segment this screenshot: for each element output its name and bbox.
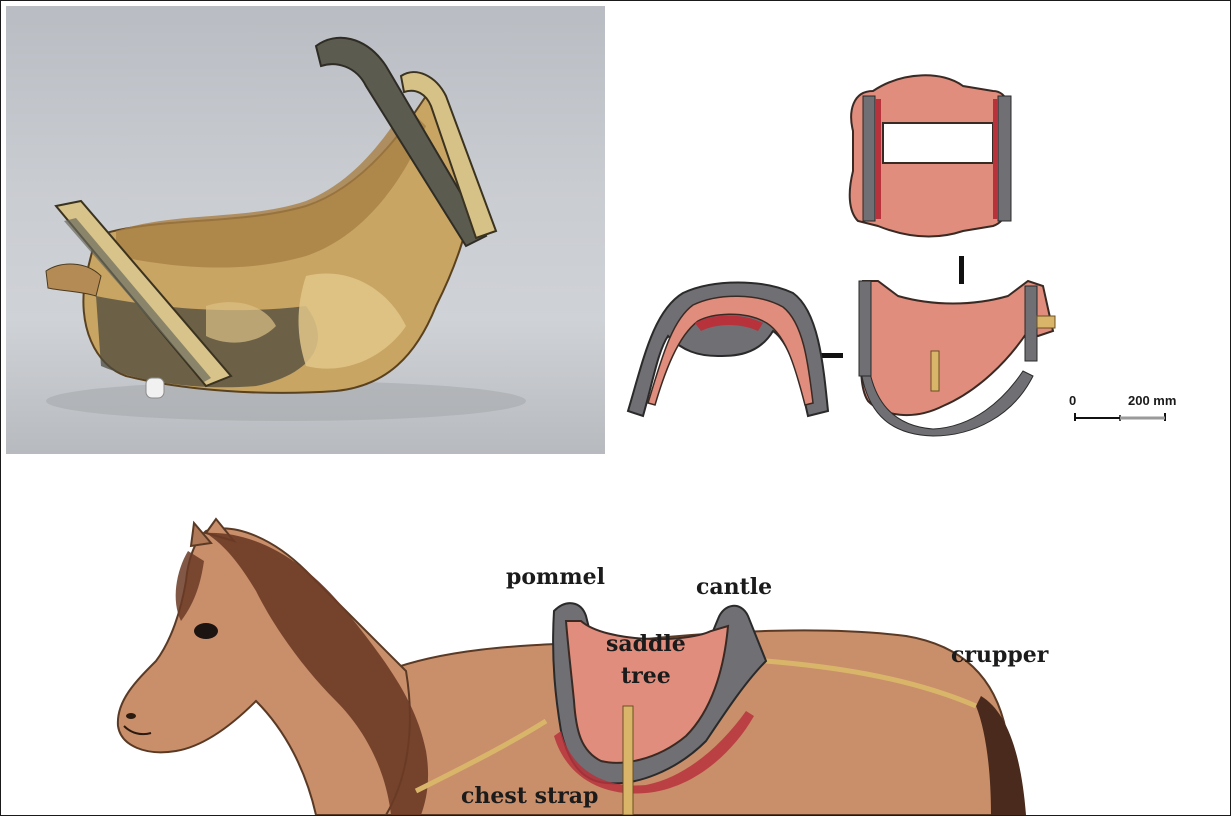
label-crupper: crupper: [951, 644, 1048, 666]
label-chest-strap: chest strap: [461, 785, 598, 807]
scale-end-label: 200 mm: [1128, 393, 1176, 408]
horse-illustration-panel: pommel cantle saddle tree crupper chest …: [6, 471, 1225, 815]
label-pommel: pommel: [506, 566, 605, 588]
front-view-drawing: [628, 283, 828, 417]
top-view-drawing: [850, 75, 1011, 236]
saddle-photo-illustration: [6, 6, 605, 454]
saddle-views-illustration: [613, 31, 1223, 451]
saddle-photo: [6, 6, 605, 454]
scale-bar-graphic: [1075, 413, 1165, 421]
label-tree: tree: [621, 665, 671, 687]
label-cantle: cantle: [696, 576, 772, 598]
label-saddle: saddle: [606, 633, 686, 655]
scale-start-label: 0: [1069, 393, 1076, 408]
saddle-tree-drawings: 0 200 mm: [613, 31, 1223, 451]
side-view-drawing: [859, 281, 1055, 436]
